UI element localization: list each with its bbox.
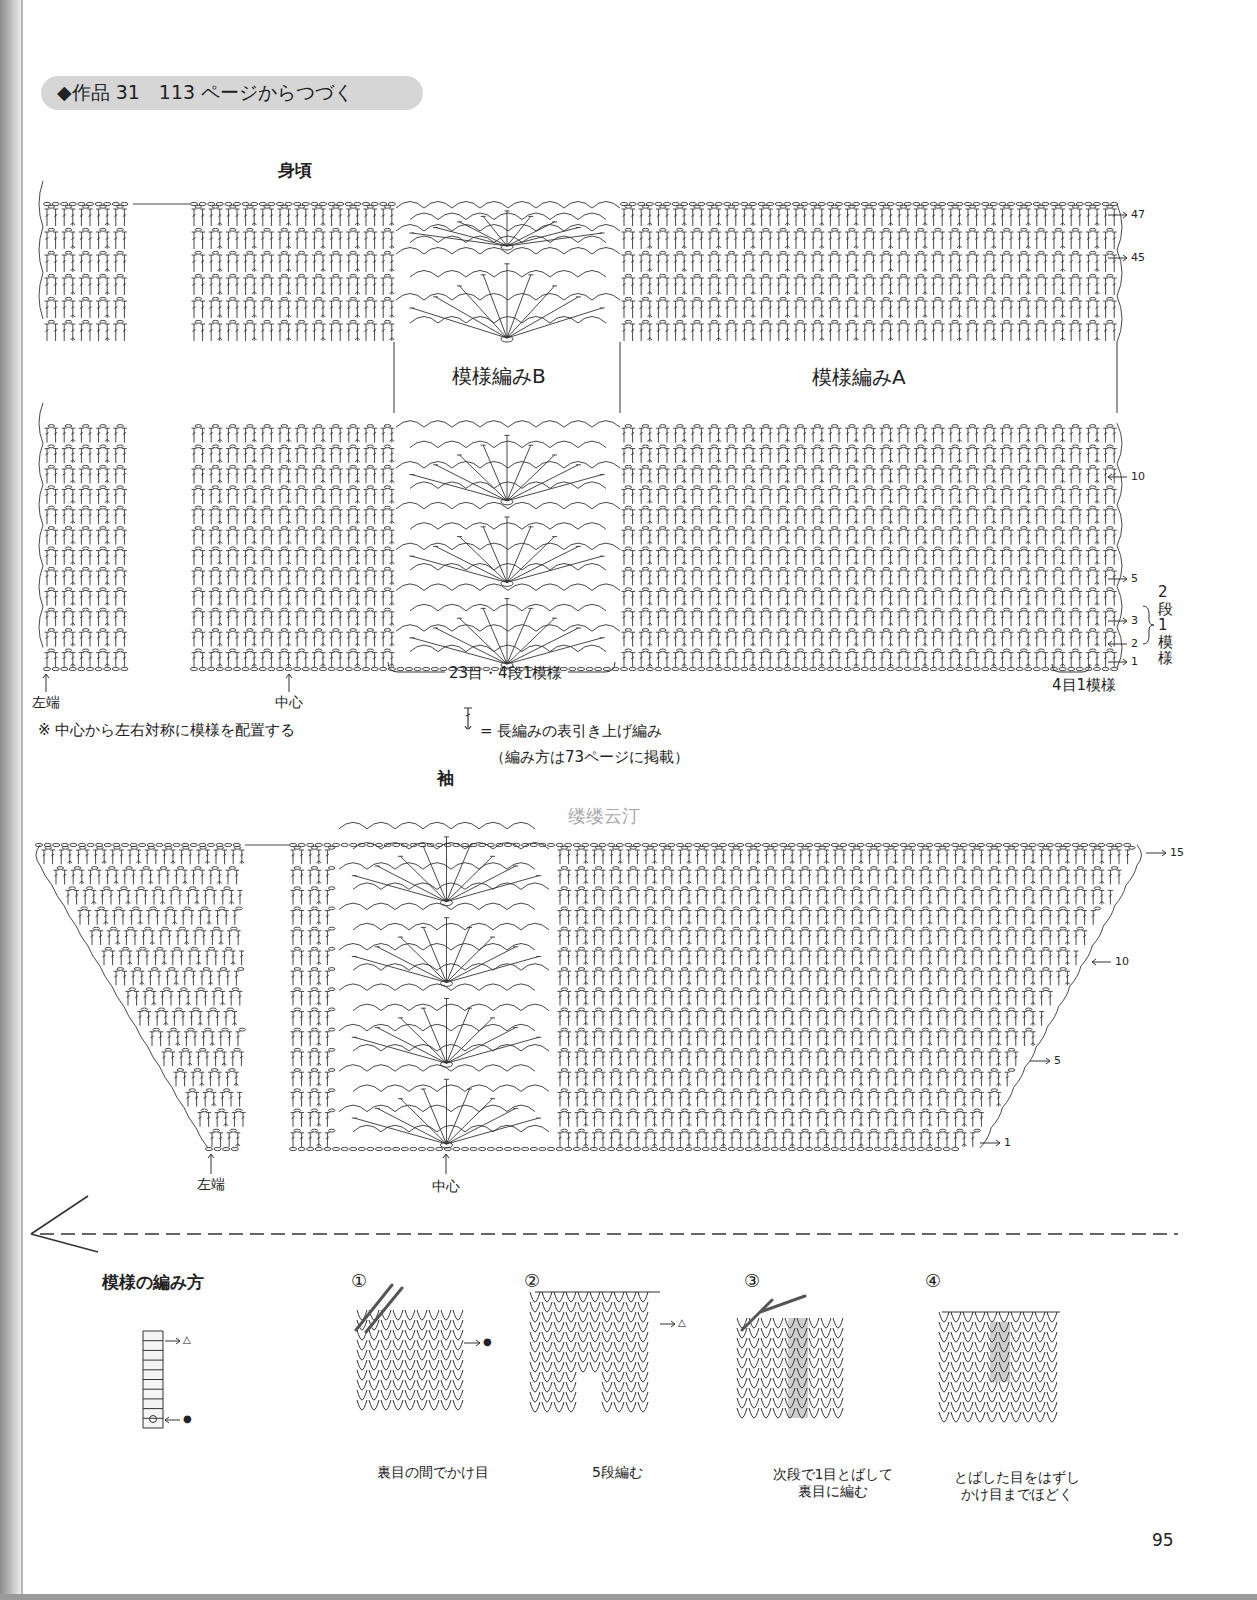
row-number: 10 [1131, 470, 1145, 483]
post-stitch-symbol [464, 708, 472, 729]
fan-pattern-symbols [339, 202, 620, 1149]
dashed-arrow-line [40, 1233, 1178, 1235]
row-number: 10 [1115, 955, 1129, 968]
position-label: 左端 [197, 1176, 225, 1193]
page-gutter-shade [0, 0, 22, 1600]
small-chart-circle [150, 1416, 157, 1423]
note: ※ 中心から左右対称に模様を配置する [38, 721, 295, 739]
step-caption: 裏目の間でかけ目 [377, 1464, 489, 1481]
step-number: ① [351, 1270, 367, 1292]
dashed-arrow-head [31, 1196, 98, 1252]
marker-symbol: ● [483, 1336, 492, 1348]
position-label: 中心 [432, 1178, 460, 1195]
row-number: 3 [1131, 614, 1138, 627]
header-text: ◆作品 31 113 ページからつづく [57, 80, 353, 106]
row-number: 15 [1170, 846, 1184, 859]
row-number: 2 [1131, 637, 1138, 650]
row-number: 5 [1054, 1054, 1061, 1067]
step-number: ③ [744, 1270, 760, 1292]
pattern-name: 模様編みB [452, 364, 546, 388]
section-title: 模様の編み方 [102, 1272, 204, 1292]
row-number: 47 [1131, 208, 1145, 221]
row-number: 1 [1004, 1136, 1011, 1149]
marker-symbol: ● [183, 1413, 192, 1425]
pattern-name: 模様編みA [812, 365, 906, 389]
repeat-note: 4目1模様 [1052, 676, 1116, 694]
bracket-lines [388, 342, 1154, 672]
page-number: 95 [1152, 1530, 1174, 1550]
header-band: ◆作品 31 113 ページからつづく [41, 76, 423, 110]
step-caption: 次段で1目とばして 裏目に編む [766, 1466, 900, 1500]
marker-symbol: △ [183, 1334, 191, 1346]
knitting-needle [356, 1285, 805, 1332]
watermark: 缕缕云汀 [566, 805, 642, 827]
note: （編み方は73ページに掲載） [490, 748, 689, 766]
chart-title: 袖 [437, 768, 454, 788]
chart-title: 身頃 [278, 160, 312, 180]
position-label: 左端 [32, 694, 60, 711]
step-number: ④ [925, 1270, 941, 1292]
row-arrows [43, 212, 1166, 1423]
page-gutter-line [22, 0, 23, 1600]
stitch-symbols [35, 181, 1141, 1151]
row-number: 5 [1131, 572, 1138, 585]
repeat-note: 23目・4段1模様 [449, 664, 562, 682]
small-chart [143, 1331, 163, 1428]
legend-text: = 長編みの表引き上げ編み [480, 722, 662, 740]
page-bottom-shade [0, 1594, 1257, 1600]
step-caption: 5段編む [592, 1464, 643, 1481]
step-number: ② [524, 1270, 540, 1292]
step-caption: とばした目をはずし かけ目までほどく [950, 1469, 1084, 1503]
marker-symbol: △ [678, 1317, 686, 1329]
position-label: 中心 [275, 694, 303, 711]
repeat-note: 2段1模様 [1158, 584, 1173, 667]
row-number: 45 [1131, 251, 1145, 264]
knit-top-edge [535, 1292, 1060, 1312]
row-number: 1 [1131, 655, 1138, 668]
